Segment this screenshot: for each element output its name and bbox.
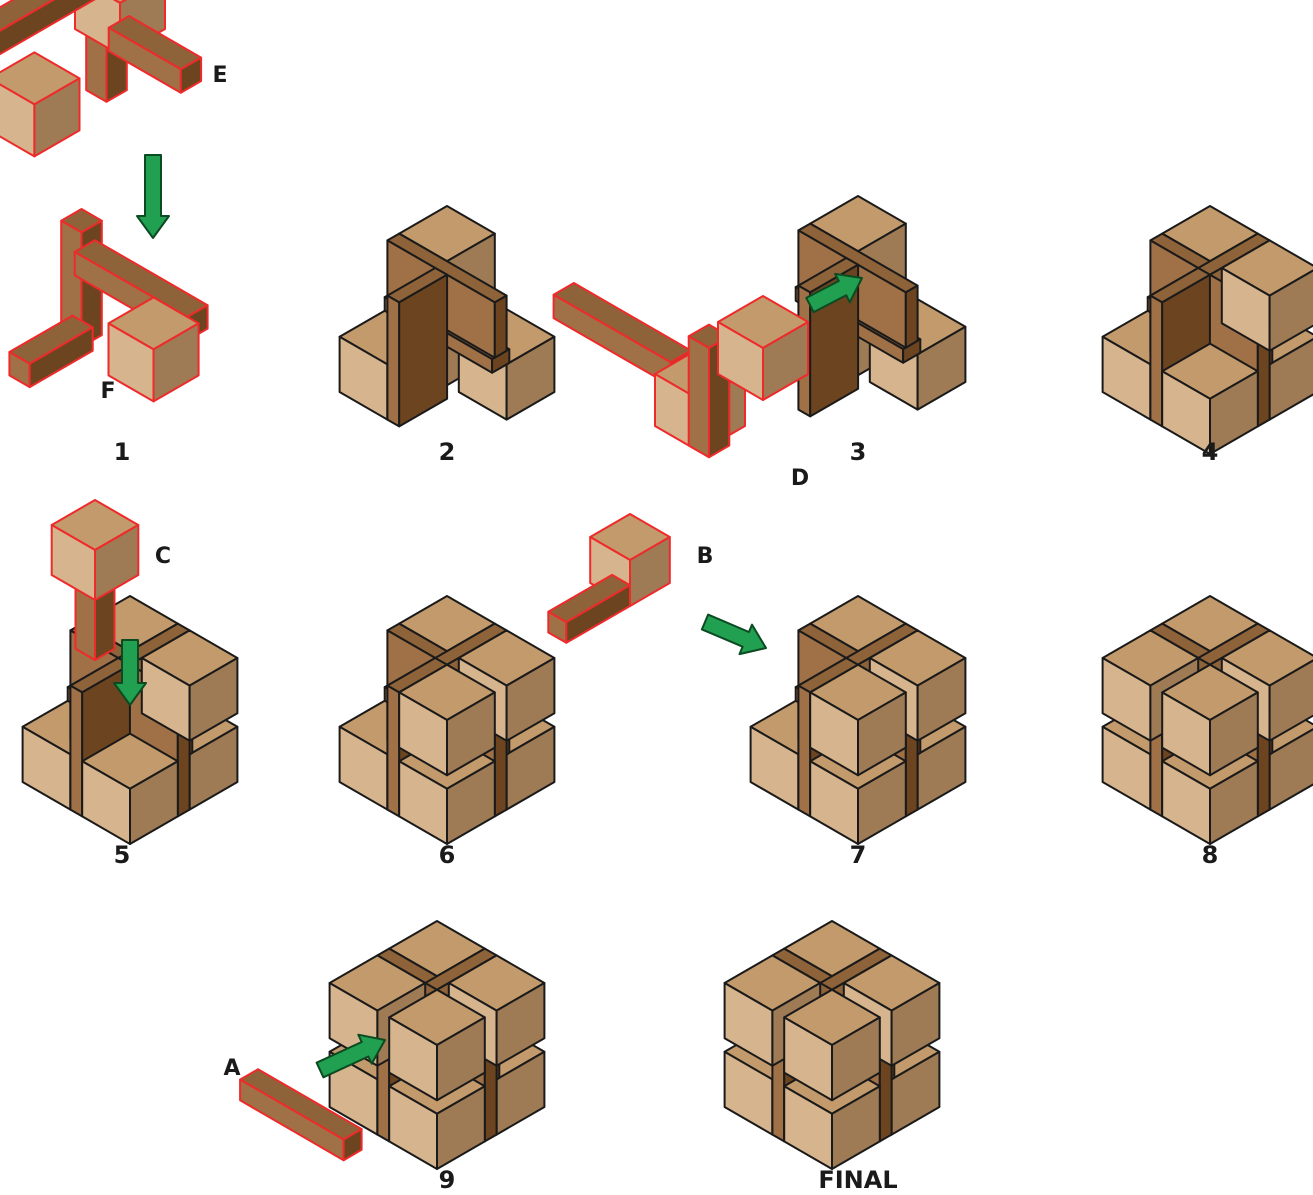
arrow-icon-step1 <box>137 155 169 238</box>
labels-layer: 1 2 3 4 5 6 7 8 9 FINAL E F D C B A <box>100 63 1218 1194</box>
step-label-2: 2 <box>439 438 456 466</box>
step-label-6: 6 <box>439 841 456 869</box>
step-4-figure <box>1103 206 1313 454</box>
step-label-9: 9 <box>439 1166 456 1194</box>
arrow-icon-step7 <box>702 615 766 655</box>
step-5-figure <box>23 596 238 844</box>
figures-layer <box>0 0 1313 1169</box>
step-2-figure <box>340 206 555 426</box>
piece-label-a: A <box>223 1056 240 1081</box>
step-8-figure <box>1103 596 1313 844</box>
step-label-7: 7 <box>850 841 867 869</box>
step-label-8: 8 <box>1202 841 1219 869</box>
piece-e-figure <box>0 0 201 156</box>
final-figure <box>725 921 940 1169</box>
piece-label-b: B <box>697 544 714 569</box>
step-label-1: 1 <box>114 438 131 466</box>
step-7-figure <box>751 596 966 844</box>
piece-f-figure <box>9 209 207 401</box>
piece-label-d: D <box>791 466 809 491</box>
piece-label-e: E <box>212 63 227 88</box>
step-label-5: 5 <box>114 841 131 869</box>
piece-d-figure <box>554 283 809 457</box>
step-6-figure <box>340 596 555 844</box>
piece-label-f: F <box>100 379 115 404</box>
piece-label-c: C <box>155 544 171 569</box>
step-label-4: 4 <box>1202 438 1219 466</box>
step-label-final: FINAL <box>818 1166 897 1194</box>
step-label-3: 3 <box>850 438 867 466</box>
piece-b-figure <box>548 514 670 643</box>
